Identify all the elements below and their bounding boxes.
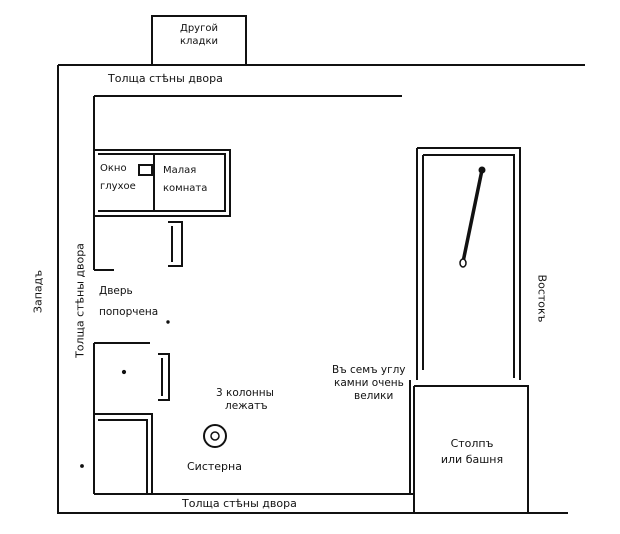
label-small-room-line2: комната (163, 183, 208, 194)
rod-end-bottom (459, 258, 467, 268)
label-tower-line2: или башня (440, 453, 504, 466)
label-window-line1: Окно (100, 163, 127, 174)
label-tower-line1: Столпъ (450, 437, 494, 450)
label-corner-line2: камни очень (334, 377, 404, 389)
small-room-inner (98, 153, 226, 212)
label-corner: Въ семъ углу камни очень велики (332, 364, 406, 403)
label-small-room-line1: Малая (163, 165, 197, 176)
label-wall-left: Толща стѣны двора (73, 243, 87, 358)
label-west: Западъ (31, 269, 45, 314)
label-corner-line3: велики (354, 390, 394, 402)
annex-box (151, 15, 247, 65)
label-east: Востокъ (535, 274, 549, 323)
label-other-masonry: Другой кладки (163, 22, 235, 48)
label-door: Дверь попорчена (99, 285, 158, 319)
bracket-1 (168, 221, 183, 267)
label-other-masonry-line1: Другой (180, 23, 218, 34)
chamber-outer (94, 413, 153, 494)
dot-2 (80, 464, 84, 468)
window-mark (138, 164, 153, 176)
east-chamber-outer (417, 147, 521, 380)
cistern-inner-circle (210, 431, 220, 441)
label-cistern: Систерна (187, 460, 242, 473)
label-other-masonry-line2: кладки (179, 36, 218, 47)
label-wall-top: Толща стѣны двора (108, 72, 223, 85)
rod (461, 169, 484, 263)
label-columns-line1: 3 колонны (216, 387, 274, 399)
label-tower: Столпъ или башня (430, 437, 514, 466)
label-corner-line1: Въ семъ углу (332, 364, 406, 376)
label-columns: 3 колонны лежатъ (216, 387, 274, 413)
bracket-3 (158, 353, 170, 401)
east-chamber-inner (423, 154, 515, 378)
chamber-inner (98, 419, 148, 494)
dot-3 (166, 320, 170, 324)
small-room-outer (94, 149, 231, 217)
label-window-line2: глухое (100, 181, 136, 192)
outer-wall-left (57, 65, 568, 514)
cistern-outer-circle (203, 424, 227, 448)
dot-1 (121, 369, 127, 375)
label-door-line1: Дверь (99, 285, 133, 297)
tower (414, 385, 529, 513)
label-wall-bottom: Толща стѣны двора (182, 497, 297, 510)
rod-end-top (478, 166, 486, 174)
label-columns-line2: лежатъ (225, 400, 268, 412)
label-window: Окно глухое (100, 162, 136, 193)
label-small-room: Малая комната (163, 164, 207, 195)
label-door-line2: попорчена (99, 306, 159, 318)
